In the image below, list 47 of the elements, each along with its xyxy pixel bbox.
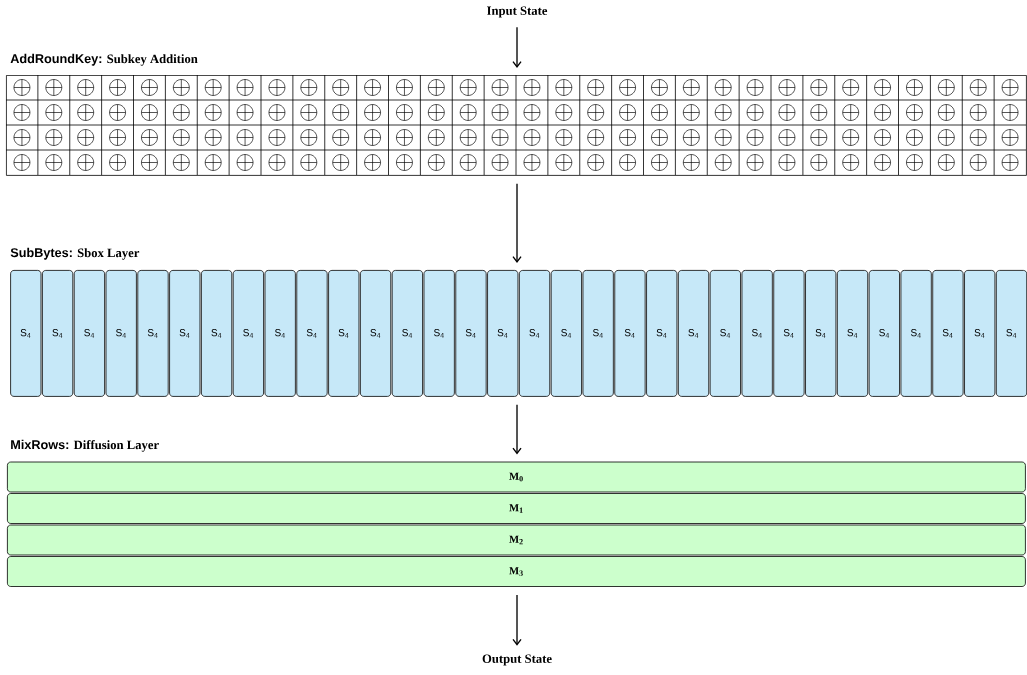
sbox: S$_{4}$ xyxy=(646,270,678,397)
sbox: S$_{4}$ xyxy=(137,270,169,397)
sbox: S$_{4}$ xyxy=(105,270,137,397)
sbox: S$_{4}$ xyxy=(741,270,773,397)
sbox: S$_{4}$ xyxy=(423,270,455,397)
sbox: S$_{4}$ xyxy=(359,270,392,397)
layer-heading: AddRoundKey: Subkey Addition xyxy=(10,53,198,66)
layer-heading: SubBytes: Sbox Layer xyxy=(10,247,140,260)
sbox: S$_{4}$ xyxy=(328,270,360,397)
sbox: S$_{4}$ xyxy=(73,270,105,397)
sbox: S$_{4}$ xyxy=(995,270,1027,397)
mix-row: M$_{1}$ xyxy=(7,493,1026,524)
mix-row: M$_{2}$ xyxy=(7,524,1026,556)
sbox: S$_{4}$ xyxy=(169,270,201,397)
arrow xyxy=(512,26,522,68)
sbox: S$_{4}$ xyxy=(10,270,42,397)
sbox: S$_{4}$ xyxy=(518,270,551,397)
sbox: S$_{4}$ xyxy=(868,270,900,397)
state-label: Output State xyxy=(482,654,552,666)
arrow xyxy=(512,594,522,646)
sbox: S$_{4}$ xyxy=(42,270,74,397)
sbox: S$_{4}$ xyxy=(773,270,805,397)
mix-row: M$_{3}$ xyxy=(7,556,1026,587)
sbox: S$_{4}$ xyxy=(391,270,423,397)
sbox: S$_{4}$ xyxy=(296,270,328,397)
arrow xyxy=(512,183,522,263)
sbox: S$_{4}$ xyxy=(900,270,932,397)
sbox: S$_{4}$ xyxy=(614,270,646,397)
sbox: S$_{4}$ xyxy=(487,270,519,397)
layer-heading: MixRows: Diffusion Layer xyxy=(11,439,159,452)
sbox: S$_{4}$ xyxy=(964,270,996,397)
sbox: S$_{4}$ xyxy=(836,270,869,397)
sbox: S$_{4}$ xyxy=(709,270,741,397)
sbox: S$_{4}$ xyxy=(932,270,964,397)
sbox: S$_{4}$ xyxy=(264,270,296,397)
mix-row: M$_{0}$ xyxy=(7,461,1026,493)
state-label: Input State xyxy=(487,6,548,18)
sbox: S$_{4}$ xyxy=(455,270,487,397)
sbox: S$_{4}$ xyxy=(232,270,264,397)
node-label: M$_{1}$ xyxy=(509,504,523,513)
node-label: M$_{3}$ xyxy=(509,567,523,576)
sbox: S$_{4}$ xyxy=(550,270,582,397)
sbox: S$_{4}$ xyxy=(201,270,233,397)
arrow xyxy=(512,404,522,455)
sbox: S$_{4}$ xyxy=(582,270,614,397)
sbox: S$_{4}$ xyxy=(677,270,710,397)
sbox: S$_{4}$ xyxy=(805,270,837,397)
